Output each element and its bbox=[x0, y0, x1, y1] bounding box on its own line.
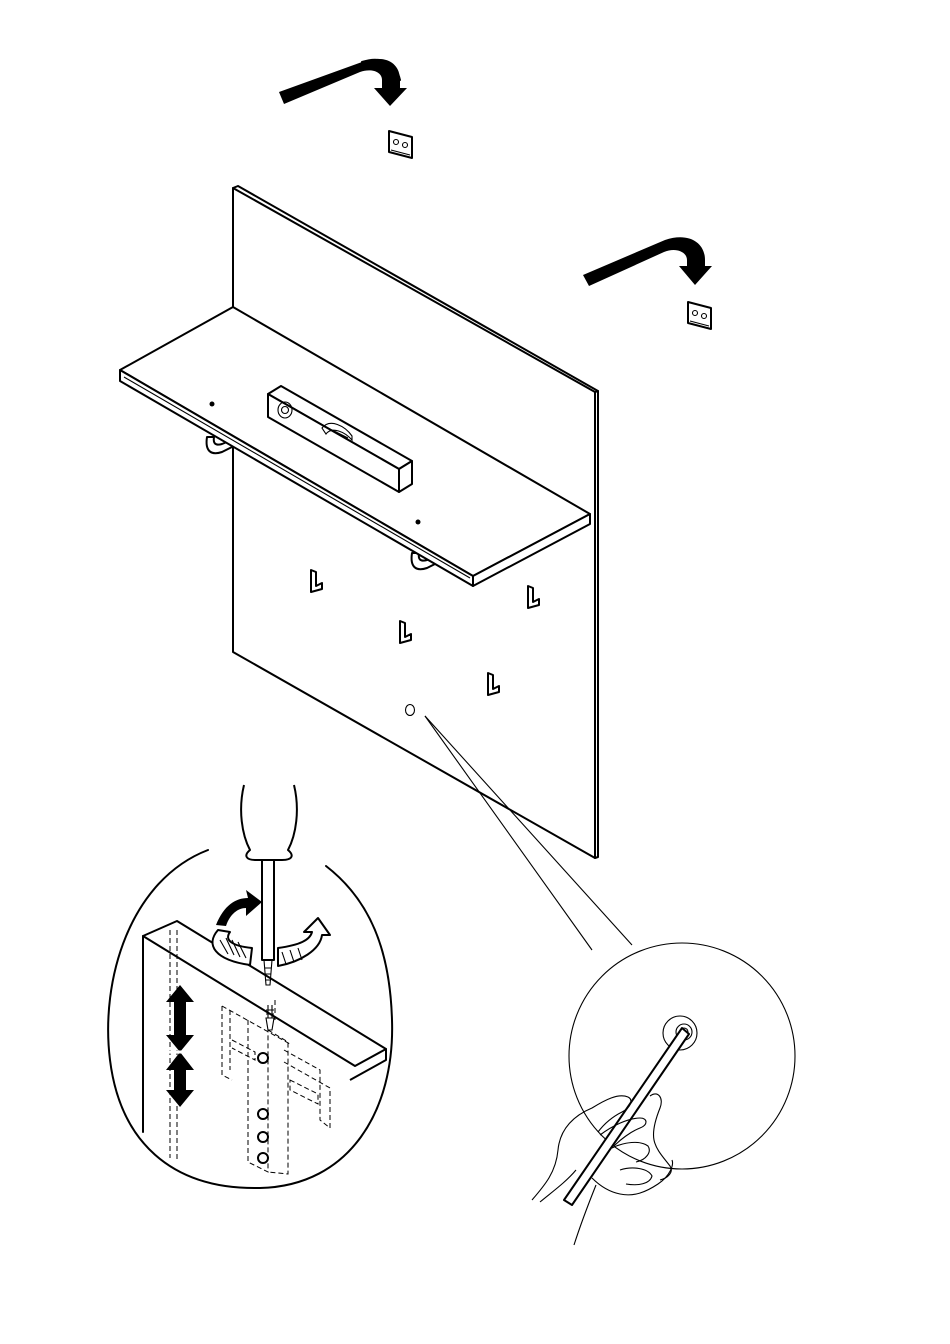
curved-arrow-icon bbox=[279, 59, 407, 106]
wall-plug-detail bbox=[564, 943, 795, 1205]
hand-icon bbox=[532, 1094, 672, 1245]
wall-bracket-icon bbox=[688, 302, 711, 329]
wall-bracket-icon bbox=[389, 131, 412, 158]
curved-arrow-icon bbox=[583, 237, 712, 286]
